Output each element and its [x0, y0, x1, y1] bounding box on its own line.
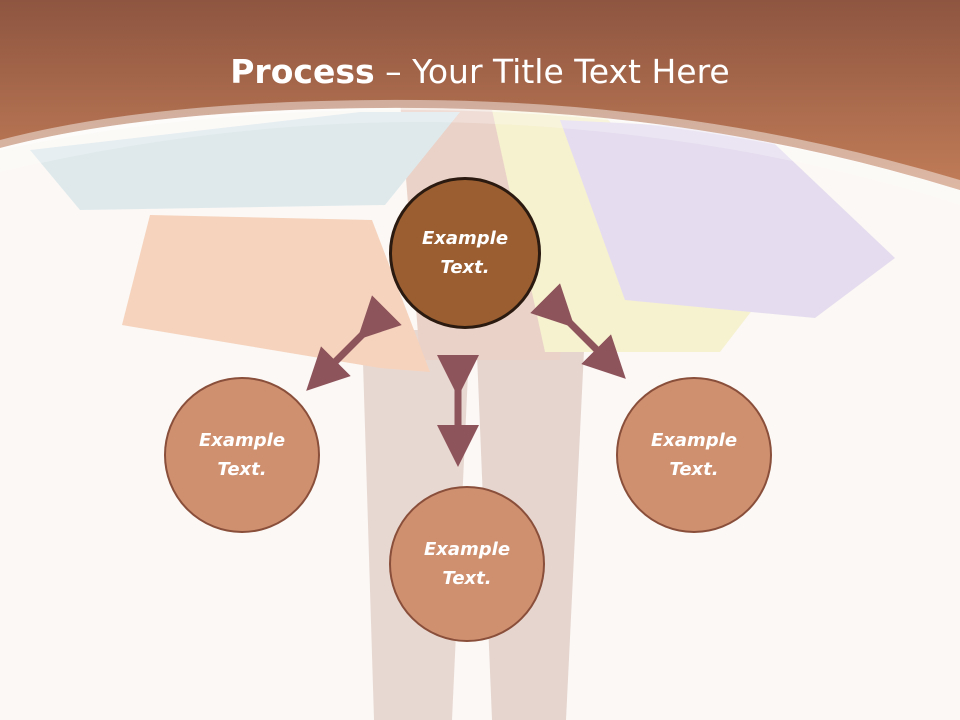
node-center-line1: Example — [421, 228, 509, 249]
node-right-line2: Text. — [669, 459, 719, 480]
node-right-line1: Example — [650, 430, 738, 451]
title-rest: – Your Title Text Here — [374, 52, 730, 91]
slide-title: Process – Your Title Text Here — [0, 52, 960, 91]
arrow-center-left — [306, 295, 402, 391]
node-bottom-line1: Example — [423, 539, 511, 560]
node-center-line2: Text. — [440, 257, 490, 278]
process-node-bottom[interactable]: Example Text. — [389, 486, 545, 642]
node-left-text: Example Text. — [199, 426, 285, 484]
process-node-center[interactable]: Example Text. — [389, 177, 541, 329]
node-left-line2: Text. — [217, 459, 267, 480]
blue-bag-image — [30, 112, 460, 210]
node-right-text: Example Text. — [651, 426, 737, 484]
node-bottom-text: Example Text. — [424, 535, 510, 593]
header-band — [0, 0, 960, 190]
node-center-text: Example Text. — [422, 224, 508, 282]
process-node-right[interactable]: Example Text. — [616, 377, 772, 533]
arrow-center-right — [530, 283, 626, 379]
node-left-line1: Example — [198, 430, 286, 451]
purple-bag-image — [560, 120, 895, 318]
node-bottom-line2: Text. — [442, 568, 492, 589]
process-node-left[interactable]: Example Text. — [164, 377, 320, 533]
title-bold: Process — [230, 52, 375, 91]
